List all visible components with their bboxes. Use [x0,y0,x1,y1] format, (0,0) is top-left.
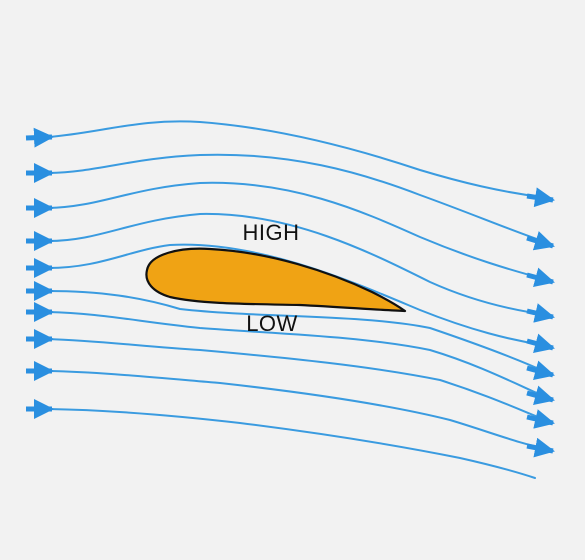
inlet-arrows [25,127,54,419]
flow-arrow-icon [526,409,555,429]
streamline-6 [47,290,549,374]
flow-arrow-icon [25,127,54,148]
streamline-8 [47,338,549,422]
streamline-1 [47,120,549,199]
flow-arrow-icon [526,333,555,353]
streamline-10 [47,408,536,479]
low-pressure-label: LOW [246,311,298,336]
outlet-arrows [526,187,555,458]
streamline-7 [47,311,549,399]
streamline-2 [47,153,549,244]
flow-arrow-icon [526,360,555,380]
flow-arrow-icon [526,437,555,458]
streamline-9 [47,370,549,450]
flow-arrow-icon [526,385,555,405]
flow-arrow-icon [526,303,555,323]
streamline-4 [47,212,549,316]
flow-arrow-icon [526,187,555,208]
streamline-3 [47,181,549,281]
high-pressure-label: HIGH [243,220,300,245]
flow-arrow-icon [526,231,555,251]
airfoil [145,247,407,313]
flow-arrow-icon [526,267,555,287]
